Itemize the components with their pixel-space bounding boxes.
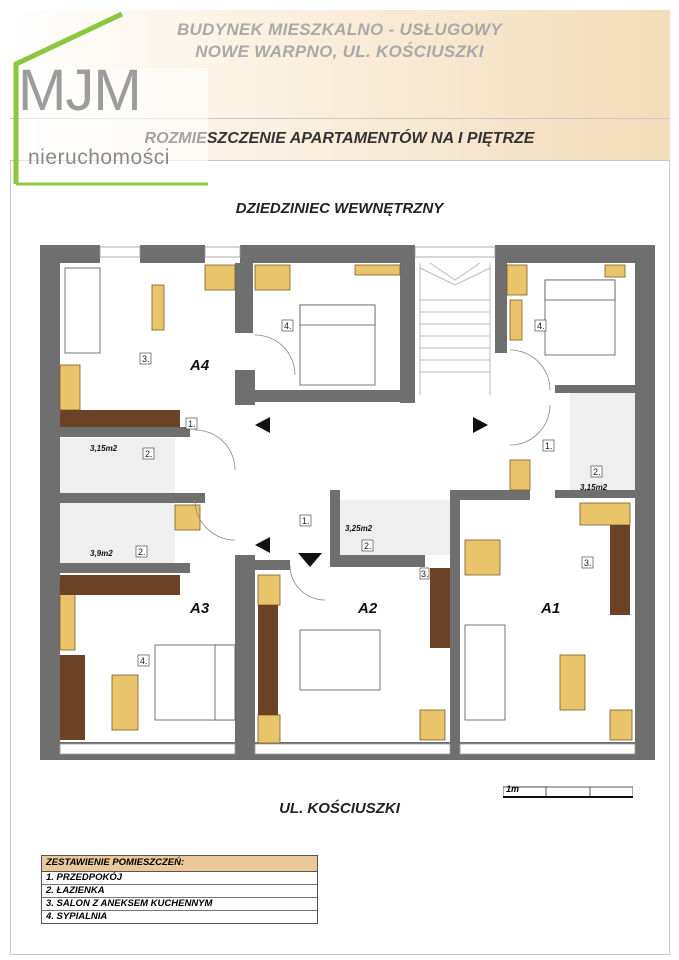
svg-text:4.: 4.: [284, 321, 292, 331]
legend-heading: ZESTAWIENIE POMIESZCZEŃ:: [42, 856, 317, 872]
arrow-right-icon: [473, 417, 488, 433]
windows: [59, 246, 636, 755]
arrow-left-icon: [255, 417, 270, 433]
bathroom-floor-a2: [340, 500, 450, 555]
legend-item: 1. PRZEDPOKÓJ: [42, 872, 317, 885]
svg-text:2.: 2.: [138, 547, 146, 557]
apartment-a1-label: A1: [540, 600, 560, 617]
bathroom-area-a4: 3,15m2: [90, 444, 118, 453]
bathroom-area-a1: 3,15m2: [580, 483, 608, 492]
bathroom-area-a3: 3,9m2: [90, 549, 113, 558]
svg-text:4.: 4.: [537, 321, 545, 331]
scale-bar: [503, 786, 633, 798]
room-numbers: 3. 4. 1. 2. 2. 1. 2. 3. 4. 4. 1. 2. 3.: [135, 319, 603, 667]
apartment-a4-label: A4: [189, 357, 210, 374]
room-legend: ZESTAWIENIE POMIESZCZEŃ: 1. PRZEDPOKÓJ 2…: [41, 855, 318, 924]
mjm-logo: [12, 11, 212, 187]
kitchen-counters: [60, 410, 630, 740]
bathroom-area-a2: 3,25m2: [345, 524, 373, 533]
arrow-down-icon: [298, 553, 322, 567]
svg-text:2.: 2.: [145, 449, 153, 459]
svg-text:1.: 1.: [545, 441, 553, 451]
svg-text:4.: 4.: [140, 656, 148, 666]
bathroom-floor-a3: [60, 503, 175, 563]
plan-subtitle: ROZMIESZCZENIE APARTAMENTÓW NA I PIĘTRZE: [144, 130, 535, 147]
legend-item: 3. SALON Z ANEKSEM KUCHENNYM: [42, 898, 317, 911]
svg-text:3.: 3.: [584, 558, 592, 568]
header-divider: [10, 118, 670, 119]
logo-tagline: nieruchomości: [28, 146, 170, 169]
entrance-arrows: [255, 417, 488, 567]
legend-item: 2. ŁAZIENKA: [42, 885, 317, 898]
logo-mark: MJM: [18, 58, 142, 123]
arrow-left-icon-lower: [255, 537, 270, 553]
street-label: UL. KOŚCIUSZKI: [279, 800, 400, 817]
title-line-2: NOWE WARPNO, UL. KOŚCIUSZKI: [195, 42, 484, 61]
svg-text:2.: 2.: [364, 541, 372, 551]
svg-text:3.: 3.: [421, 569, 429, 579]
bathroom-floor-a1: [570, 390, 635, 490]
courtyard-label: DZIEDZINIEC WEWNĘTRZNY: [235, 200, 444, 217]
staircase: [419, 262, 491, 395]
wood-furniture: [59, 264, 633, 744]
logo-frame-icon: [13, 11, 208, 186]
legend-item: 4. SYPIALNIA: [46, 911, 108, 922]
header-divider-bottom: [10, 160, 670, 161]
title-line-1: BUDYNEK MIESZKALNO - USŁUGOWY: [176, 20, 503, 39]
beds-and-sofas: [64, 267, 616, 721]
scale-label: 1m: [506, 784, 520, 794]
svg-text:1.: 1.: [302, 516, 310, 526]
svg-text:1.: 1.: [188, 419, 196, 429]
apartment-a3-label: A3: [189, 600, 210, 617]
apartment-a2-label: A2: [357, 600, 378, 617]
bathroom-floor-a4: [60, 438, 175, 493]
svg-text:3.: 3.: [142, 354, 150, 364]
svg-text:2.: 2.: [593, 467, 601, 477]
door-swings: [194, 334, 551, 601]
